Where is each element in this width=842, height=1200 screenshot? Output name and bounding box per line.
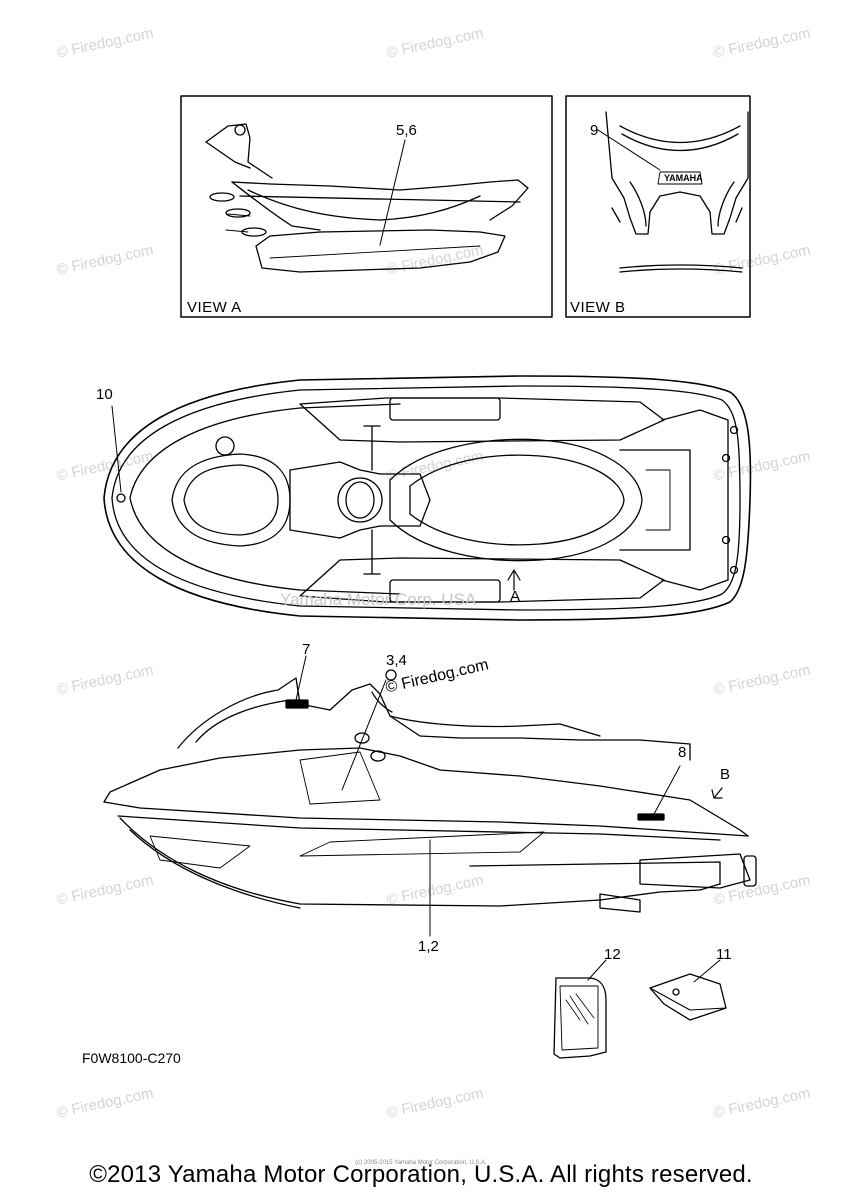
callout-7: 7 — [302, 641, 311, 658]
callout-b: B — [720, 766, 731, 783]
center-watermark-text: Yamaha Motor Corp. USA — [280, 590, 477, 609]
view-b-label: VIEW B — [570, 299, 626, 316]
callout-3-4: 3,4 — [386, 652, 407, 669]
callout-12: 12 — [604, 946, 621, 963]
small-print: (c) 2005-2015 Yamaha Motor Corporation, … — [355, 1160, 487, 1166]
yamaha-decal-text: YAMAHA — [664, 173, 703, 183]
part-11-warning-tag — [649, 959, 727, 1021]
view-a-inset — [180, 95, 553, 318]
drawing-code: F0W8100-C270 — [82, 1050, 181, 1066]
side-view-watercraft — [103, 655, 757, 937]
callout-8: 8 — [678, 744, 687, 761]
callout-10: 10 — [96, 386, 113, 403]
view-a-label: VIEW A — [187, 299, 242, 316]
callout-9: 9 — [590, 122, 599, 139]
callout-11: 11 — [716, 946, 732, 963]
callout-5-6: 5,6 — [396, 122, 417, 139]
view-b-inset — [565, 95, 751, 318]
callout-a: A — [510, 588, 521, 605]
callout-1-2: 1,2 — [418, 938, 439, 955]
part-12-label-plate — [553, 959, 607, 1059]
copyright-notice: ©2013 Yamaha Motor Corporation, U.S.A. A… — [89, 1161, 753, 1188]
top-view-watercraft — [103, 375, 752, 621]
